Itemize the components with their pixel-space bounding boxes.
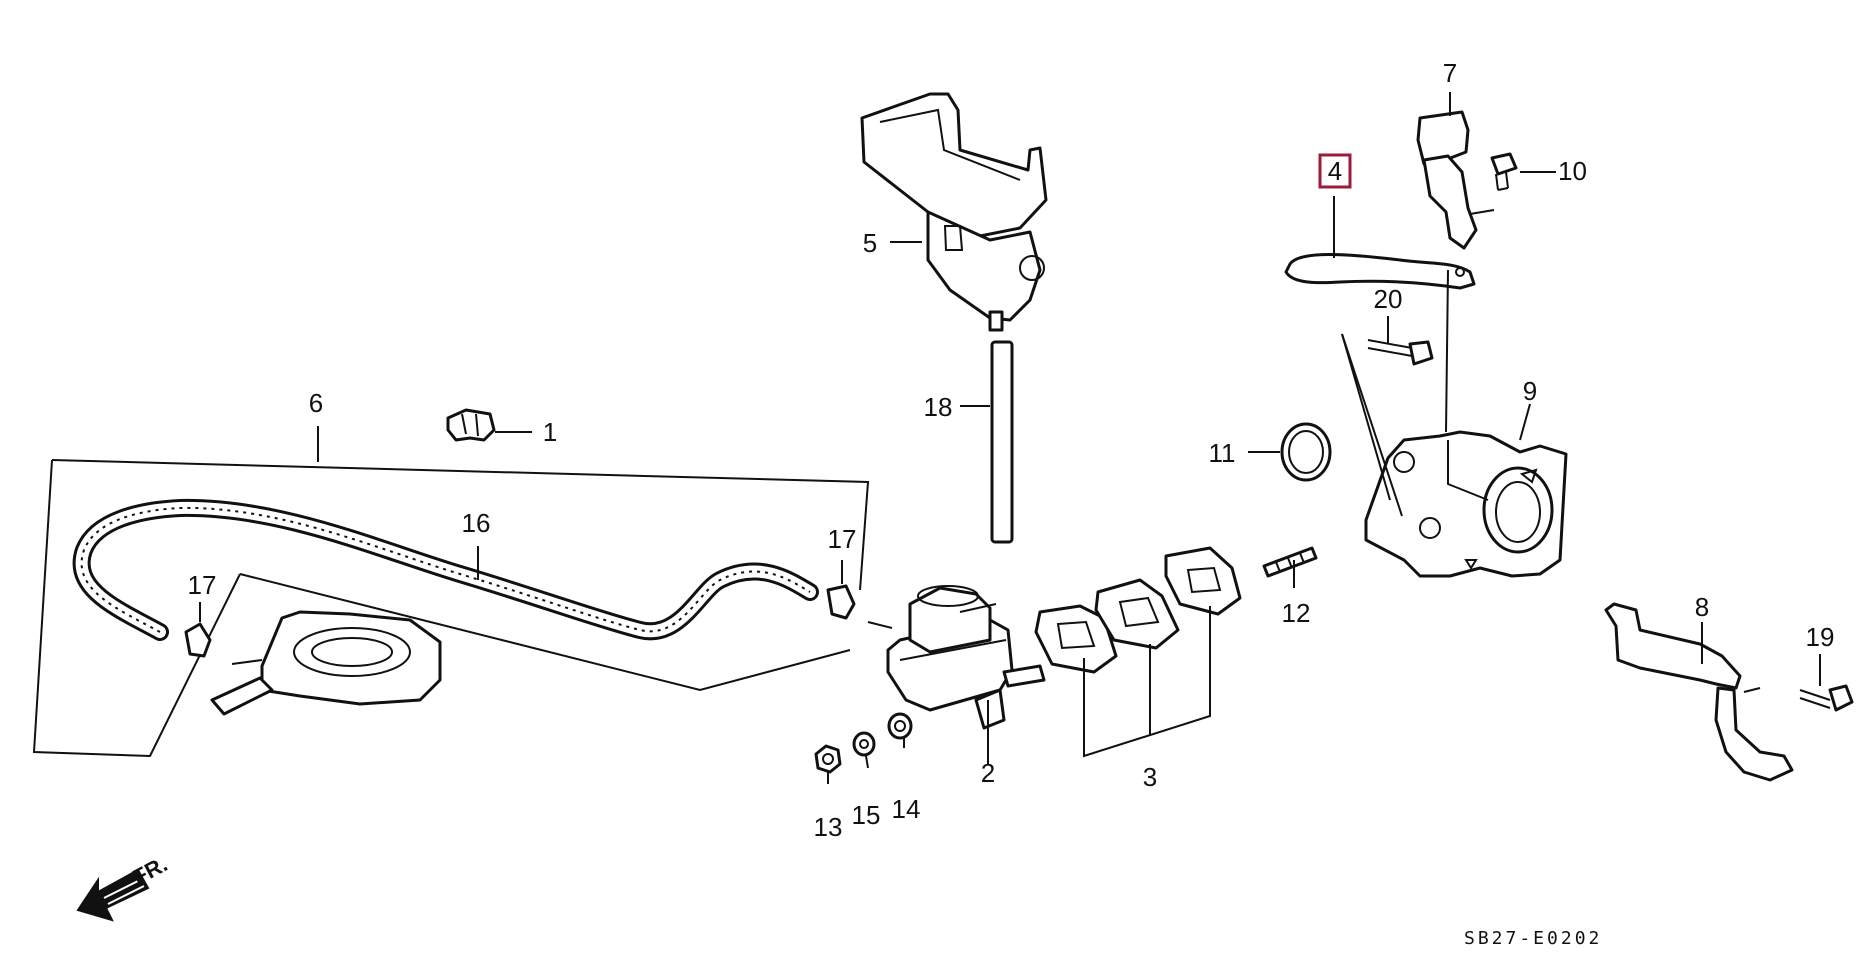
part-16-hose: [72, 498, 819, 641]
part-9-intake-body: [1364, 430, 1568, 578]
part-14-washer: [887, 712, 913, 740]
part-4-bracket: [1284, 253, 1476, 290]
part-2-fuel-pump: [867, 585, 1046, 730]
part-1-clip: [446, 408, 496, 442]
diagram-code: SB27-E0202: [1464, 928, 1602, 949]
part-15-washer: [852, 731, 876, 757]
front-direction-arrow: [76, 868, 150, 922]
highlight-box-part-4: [1318, 153, 1352, 189]
callout-19: 19: [1806, 622, 1835, 652]
part-6-assembly-frame: [32, 459, 870, 758]
part-19-bolt: [1799, 684, 1854, 712]
callout-1: 1: [543, 417, 557, 447]
part-13-nut: [814, 744, 842, 774]
fuel-outlet: [210, 610, 442, 716]
part-20-bolt: [1367, 339, 1434, 366]
callout-10: 10: [1558, 156, 1587, 186]
callout-6: 6: [309, 388, 323, 418]
callout-15: 15: [852, 800, 881, 830]
part-17-clamp-left: [184, 622, 212, 658]
part-18-rod: [990, 340, 1014, 544]
part-5-cover: [860, 92, 1048, 332]
callout-12: 12: [1282, 598, 1311, 628]
callout-20: 20: [1374, 284, 1403, 314]
callout-8: 8: [1695, 592, 1709, 622]
part-11-o-ring: [1280, 422, 1332, 482]
leader-lines: [199, 92, 1821, 784]
callout-14: 14: [892, 794, 921, 824]
part-10-bolt: [1490, 152, 1518, 191]
callout-7: 7: [1443, 58, 1457, 88]
part-8-bracket: [1604, 602, 1794, 782]
callout-11: 11: [1209, 438, 1236, 468]
callout-17-left: 17: [188, 570, 217, 600]
part-3-gaskets: [1034, 546, 1242, 674]
callout-5: 5: [863, 228, 877, 258]
part-17-clamp-right: [826, 584, 856, 620]
callout-9: 9: [1523, 376, 1537, 406]
callout-2: 2: [981, 758, 995, 788]
callout-17-right: 17: [828, 524, 857, 554]
callout-18: 18: [924, 392, 953, 422]
part-12-stud: [1262, 546, 1318, 578]
callout-3: 3: [1143, 762, 1157, 792]
callout-16: 16: [462, 508, 491, 538]
callout-13: 13: [814, 812, 843, 842]
callout-4: 4: [1328, 156, 1342, 186]
part-7-sensor: [1416, 110, 1495, 250]
